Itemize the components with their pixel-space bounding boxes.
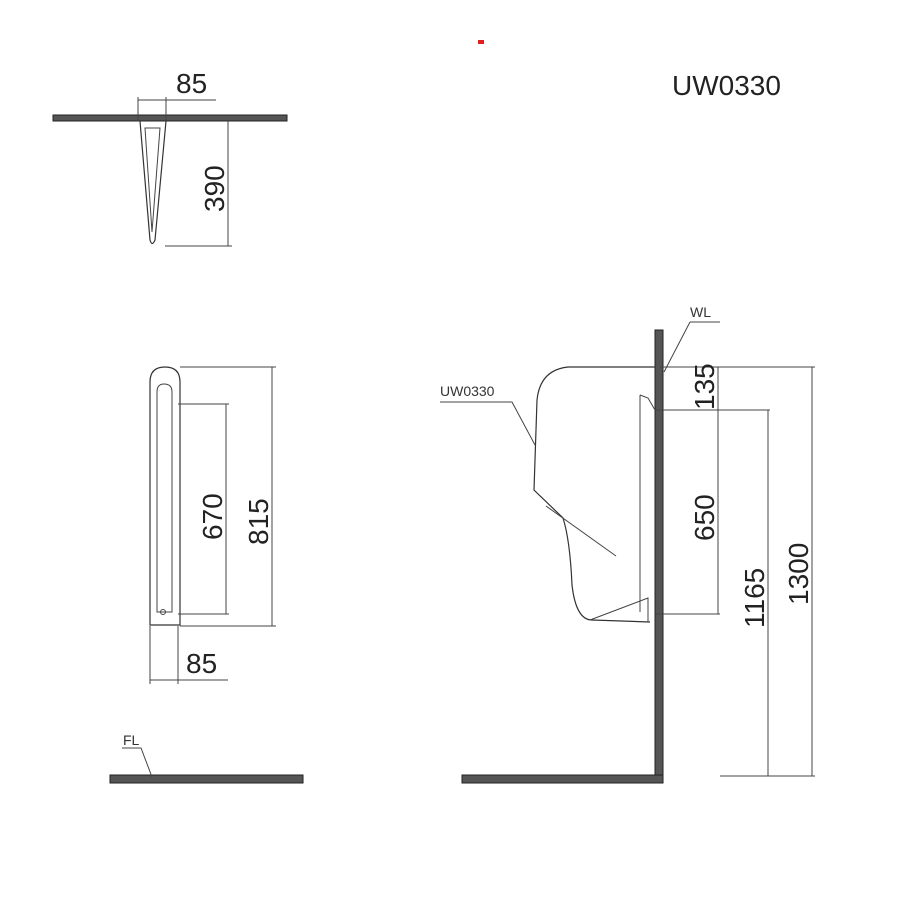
dim-width-top: 85 xyxy=(176,68,207,99)
dim-overall-height: 1300 xyxy=(783,543,814,605)
wall-side xyxy=(654,329,664,784)
urinal-top-inner xyxy=(144,127,161,233)
dim-width-front-lines xyxy=(149,626,228,684)
side-view: UW0330 WL 135 650 1165 1300 xyxy=(440,304,815,784)
top-view: 85 390 xyxy=(52,68,288,247)
dim-width-lines xyxy=(137,97,216,121)
urinal-side-inner xyxy=(589,394,656,622)
floor-leader xyxy=(122,747,153,778)
wall-label: WL xyxy=(690,304,711,320)
urinal-front-outline xyxy=(149,366,181,626)
floor-label: FL xyxy=(123,732,140,748)
floor-left: FL xyxy=(109,732,304,784)
dim-top-offset: 135 xyxy=(689,363,720,410)
model-title: UW0330 xyxy=(672,70,781,101)
dim-inner-lines xyxy=(178,403,229,615)
dim-bracket-height: 1165 xyxy=(739,568,770,628)
wall-section xyxy=(52,114,288,122)
floor-side xyxy=(461,774,664,784)
dim-height: 815 xyxy=(243,498,274,545)
urinal-side-outline xyxy=(533,366,655,623)
red-marker xyxy=(478,40,484,44)
dim-depth: 390 xyxy=(199,165,230,212)
urinal-front-inner xyxy=(156,383,173,613)
spout-line xyxy=(545,505,617,557)
drain-icon xyxy=(160,609,166,615)
dim-body-span: 650 xyxy=(689,494,720,541)
dim-width-front: 85 xyxy=(186,648,217,679)
front-view: 670 815 85 xyxy=(149,366,276,684)
model-label: UW0330 xyxy=(440,383,495,399)
dim-inner-height: 670 xyxy=(197,493,228,540)
urinal-top-outline xyxy=(139,120,167,245)
model-leader xyxy=(440,401,536,446)
floor-section xyxy=(109,774,304,784)
side-dimension-lines xyxy=(655,366,815,777)
dim-depth-lines xyxy=(165,121,232,247)
wall-leader xyxy=(663,321,720,373)
dim-height-lines xyxy=(180,366,276,627)
